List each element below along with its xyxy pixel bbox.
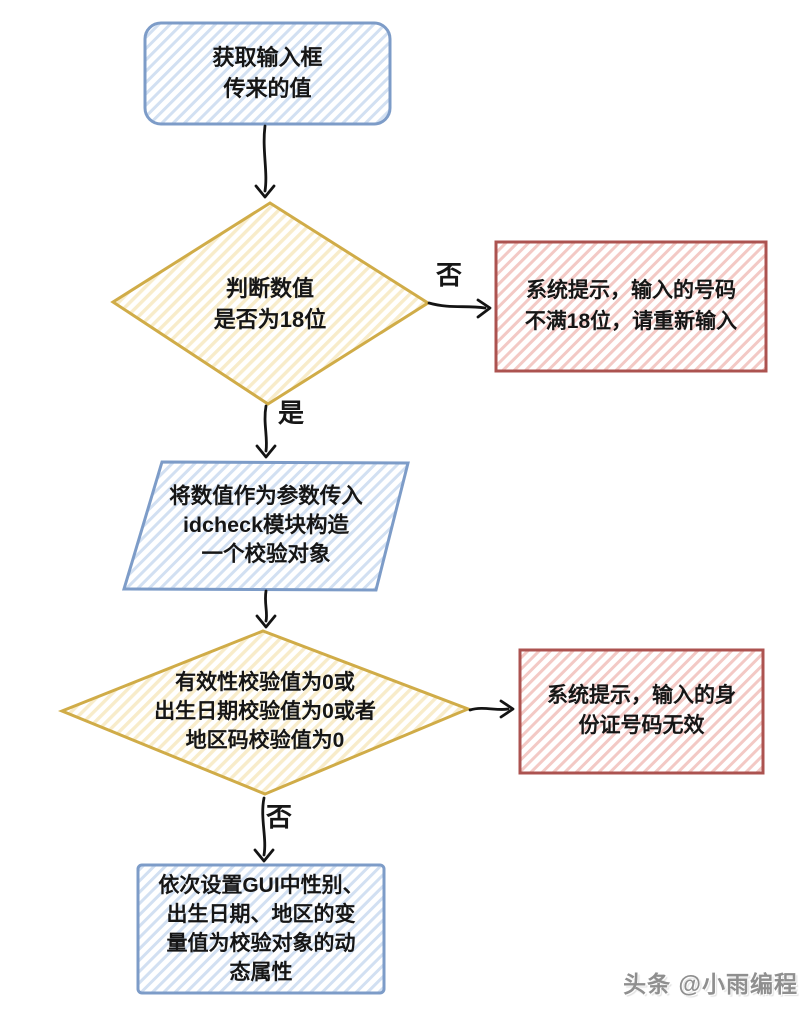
watermark-text: 头条 @小雨编程	[623, 971, 798, 997]
arrowhead-decision18-yes-icon	[255, 444, 277, 459]
edge-label-no-2: 否	[266, 802, 293, 832]
edge-label-no-1: 否	[436, 260, 463, 290]
arrowhead-decisionvalid-no-icon	[253, 848, 275, 863]
arrow-decision18-yes-to-build	[263, 404, 268, 453]
error-invalid-id-shape	[518, 648, 765, 775]
arrow-decision18-no-to-error	[427, 301, 487, 310]
arrowhead-start-to-decision18-icon	[254, 184, 276, 199]
arrowhead-decision18-no-icon	[476, 298, 492, 319]
decision-18-digits-diamond-shape	[110, 201, 431, 406]
arrow-decisionvalid-to-error	[468, 707, 510, 712]
arrowhead-decisionvalid-to-error-icon	[499, 699, 515, 719]
arrow-start-to-decision18	[262, 124, 268, 193]
arrow-build-to-decisionvalid	[264, 589, 268, 623]
set-dynamic-attrs-shape	[136, 863, 386, 995]
decision-valid-diamond-shape	[57, 629, 473, 796]
arrowhead-build-to-decisionvalid-icon	[255, 614, 277, 629]
error-not-18-shape	[494, 240, 768, 373]
arrow-decisionvalid-no-to-set	[261, 796, 267, 857]
build-check-object-parallelogram-shape	[121, 460, 410, 592]
edge-label-yes: 是	[278, 398, 305, 428]
start-node-shape	[143, 21, 392, 126]
